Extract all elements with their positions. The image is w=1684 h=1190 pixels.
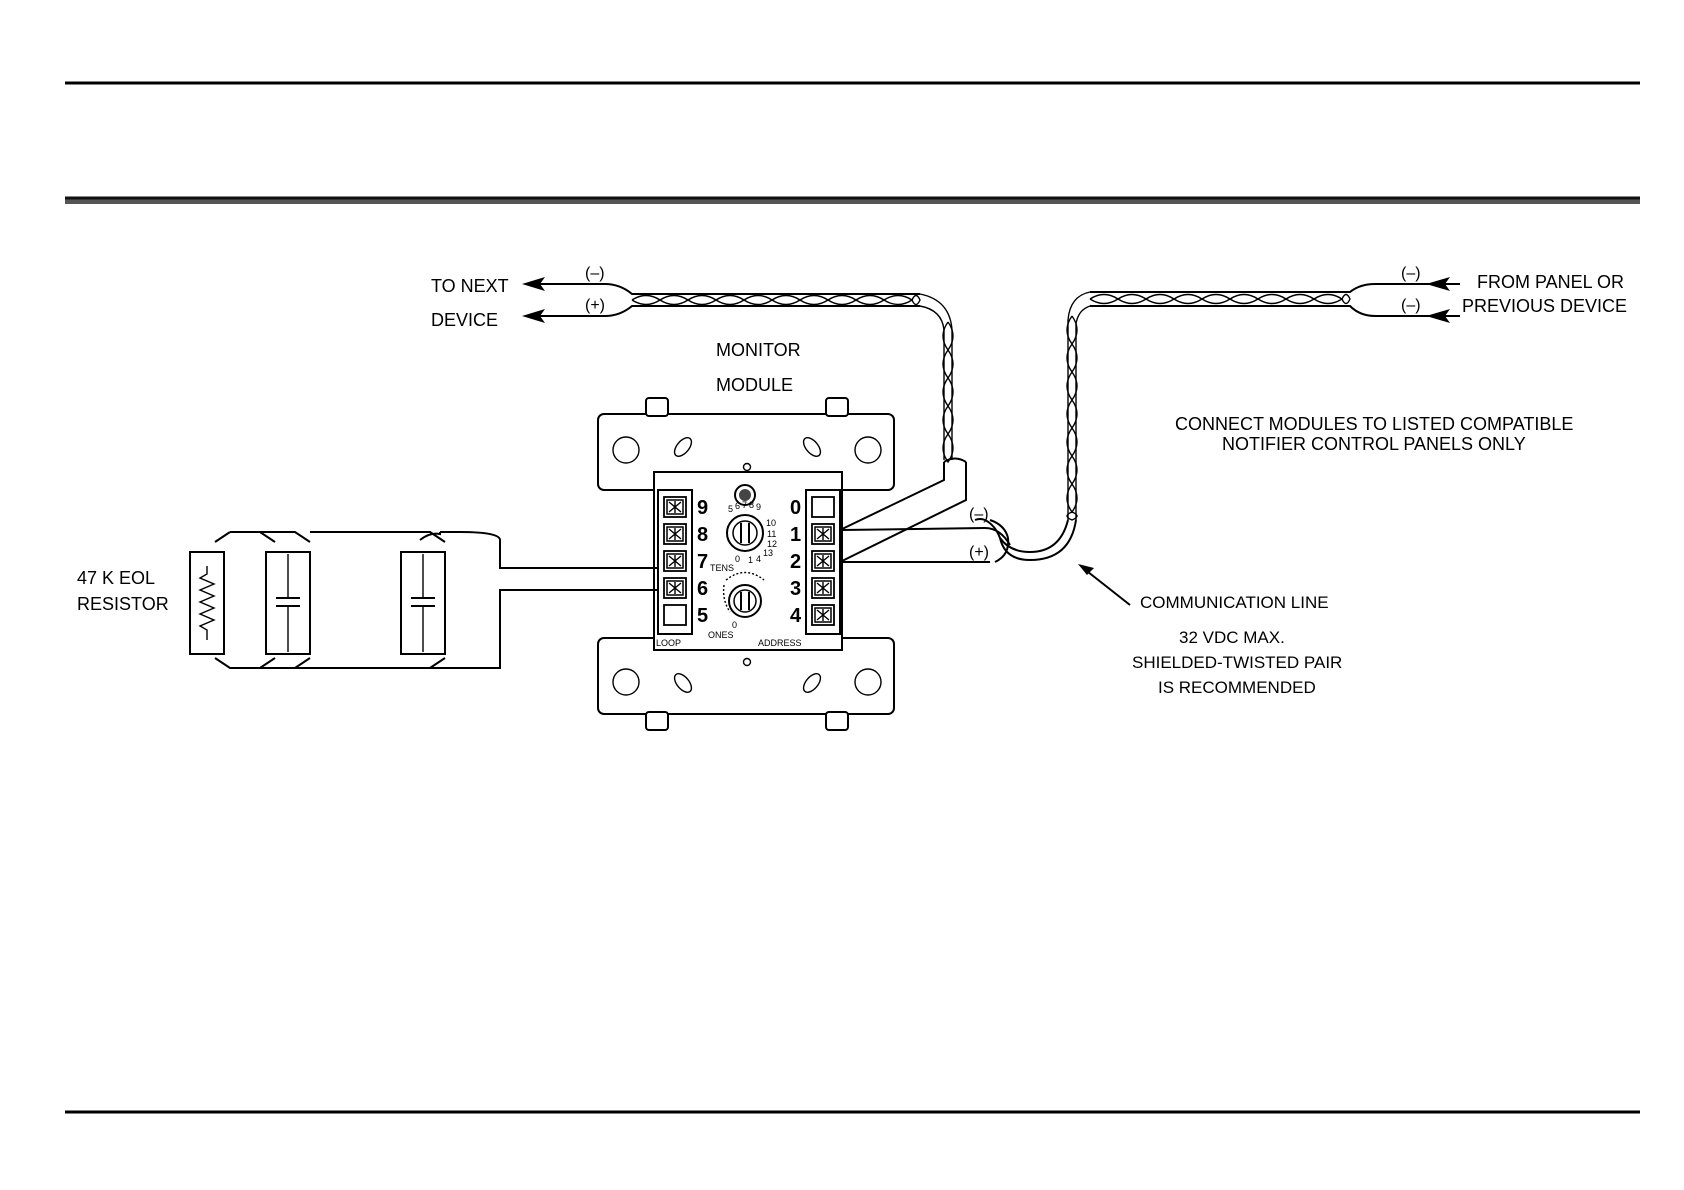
comm-recommended-label: IS RECOMMENDED (1158, 678, 1316, 697)
communication-line-arrow (1078, 564, 1131, 606)
terminal-1: 1 (790, 524, 801, 546)
svg-text:12: 12 (767, 539, 777, 549)
screw-slot-icon (668, 582, 682, 594)
svg-text:5: 5 (728, 504, 733, 514)
screw-head-icon (814, 580, 832, 596)
screw-head-icon (666, 580, 684, 596)
twist-right-vertical (1066, 315, 1078, 521)
polarity-neg-top-right: (–) (1401, 265, 1421, 282)
to-next-label-2: DEVICE (431, 310, 498, 330)
screw-slot-icon (816, 582, 830, 594)
svg-text:0: 0 (732, 620, 737, 630)
terminal-8: 8 (697, 524, 708, 546)
resistor-zigzag (198, 566, 216, 640)
eol-label-1: 47 K EOL (77, 568, 155, 588)
screw-slot-icon (816, 609, 830, 621)
twisted-pair-from-panel (1067, 283, 1440, 520)
monitor-label-1: MONITOR (716, 340, 801, 360)
ones-rotary-switch: 0 (722, 571, 765, 630)
twist-vertical-left (942, 321, 954, 464)
connect-note-2: NOTIFIER CONTROL PANELS ONLY (1222, 434, 1526, 454)
wire-from-next-to-terminals (839, 457, 967, 563)
screw-slot-icon (668, 555, 682, 567)
svg-text:11: 11 (767, 529, 776, 539)
terminal-screw (811, 496, 835, 518)
svg-text:8: 8 (749, 500, 754, 510)
polarity-neg-top-right-2: (–) (1401, 297, 1421, 314)
screw-head-icon (814, 607, 832, 623)
screw-head-icon (666, 553, 684, 569)
tens-label: TENS (710, 563, 734, 573)
monitor-label-2: MODULE (716, 375, 793, 395)
screw-slot-icon (816, 555, 830, 567)
polarity-neg-comm: (–) (969, 506, 989, 523)
screw-slot-icon (668, 528, 682, 540)
svg-text:1: 1 (748, 555, 753, 565)
terminal-9: 9 (697, 497, 708, 519)
arrow-from-panel-neg (1425, 277, 1460, 291)
connect-note-1: CONNECT MODULES TO LISTED COMPATIBLE (1175, 414, 1573, 434)
twist-right-horizontal (1089, 293, 1351, 305)
screw-head-icon (814, 526, 832, 542)
polarity-pos-top-left: (+) (585, 297, 605, 314)
loop-label: LOOP (656, 638, 681, 648)
terminal-6: 6 (697, 578, 708, 600)
comm-voltage-label: 32 VDC MAX. (1179, 628, 1285, 647)
twisted-pair-to-next (540, 283, 921, 317)
svg-text:7: 7 (742, 500, 747, 510)
screw-slot-icon (668, 501, 682, 513)
keyhole-slot-icon (612, 436, 882, 464)
terminal-3: 3 (790, 578, 801, 600)
from-panel-label-1: FROM PANEL OR (1477, 272, 1624, 292)
polarity-neg-top-left: (–) (585, 265, 605, 282)
eol-label-2: RESISTOR (77, 594, 169, 614)
to-next-label-1: TO NEXT (431, 276, 509, 296)
tens-rotary-switch: 5 6 7 8 9 10 11 12 13 0 1 4 TENS (710, 500, 777, 573)
screw-head-icon (666, 526, 684, 542)
from-panel-label-2: PREVIOUS DEVICE (1462, 296, 1627, 316)
comm-line-label: COMMUNICATION LINE (1140, 593, 1329, 612)
keyhole-slot-icon (612, 668, 882, 696)
svg-text:4: 4 (756, 554, 761, 564)
comm-cable-label: SHIELDED-TWISTED PAIR (1132, 653, 1342, 672)
svg-text:6: 6 (735, 501, 740, 511)
screw-slot-icon (816, 528, 830, 540)
svg-text:10: 10 (766, 518, 776, 528)
svg-text:13: 13 (763, 548, 773, 558)
terminal-7: 7 (697, 551, 708, 573)
terminal-4: 4 (790, 605, 802, 627)
monitor-module: 9 8 7 6 5 0 1 2 3 4 5 6 7 8 9 10 11 12 (597, 397, 895, 731)
arrow-from-panel-pos (1425, 309, 1460, 323)
communication-line-wires (841, 518, 1077, 563)
section-rule (65, 197, 1640, 204)
terminal-5: 5 (697, 605, 708, 627)
led-indicator-icon (734, 484, 756, 506)
svg-text:0: 0 (735, 554, 740, 564)
eol-network (189, 531, 658, 669)
arrow-to-next-pos (522, 309, 555, 323)
polarity-pos-comm: (+) (969, 544, 989, 561)
screw-head-icon (814, 553, 832, 569)
terminal-2: 2 (790, 551, 801, 573)
ones-label: ONES (708, 630, 734, 640)
arrow-to-next-neg (522, 277, 555, 291)
svg-text:9: 9 (756, 502, 761, 512)
address-label: ADDRESS (758, 638, 802, 648)
terminal-0: 0 (790, 497, 801, 519)
screw-head-icon (666, 499, 684, 515)
terminal-screw (663, 604, 687, 626)
